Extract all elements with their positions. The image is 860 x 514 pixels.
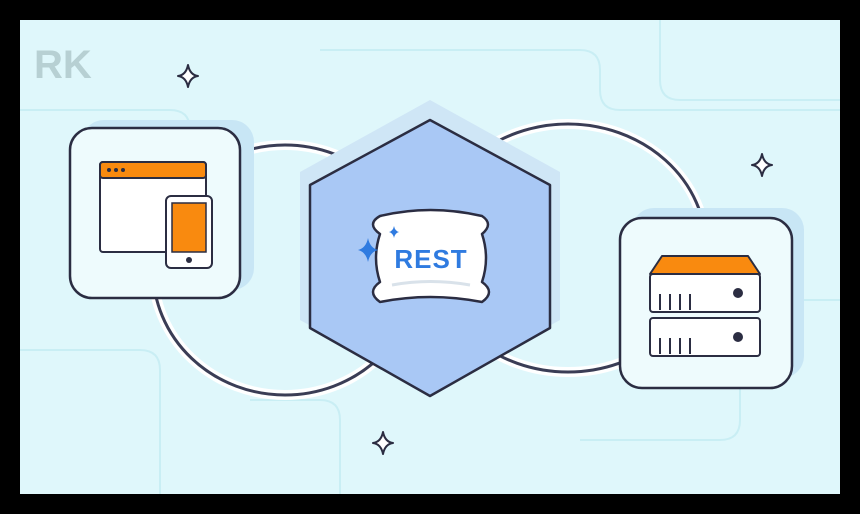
rest-pillow-icon: REST	[358, 208, 491, 304]
sparkle-icon	[177, 64, 199, 88]
rest-architecture-diagram: RK	[20, 20, 840, 494]
rest-hexagon: REST	[300, 100, 560, 398]
rk-logo: RK	[34, 43, 92, 87]
sparkle-icon	[751, 153, 773, 177]
server-stack-icon	[649, 255, 761, 357]
rest-label: REST	[394, 244, 467, 274]
diagram-canvas: RK	[20, 20, 840, 494]
sparkle-icon	[372, 431, 394, 455]
web-and-mobile-client-icon	[99, 161, 213, 269]
client-card	[68, 120, 254, 300]
server-card	[618, 208, 804, 390]
rk-logo-text: RK	[34, 43, 92, 87]
